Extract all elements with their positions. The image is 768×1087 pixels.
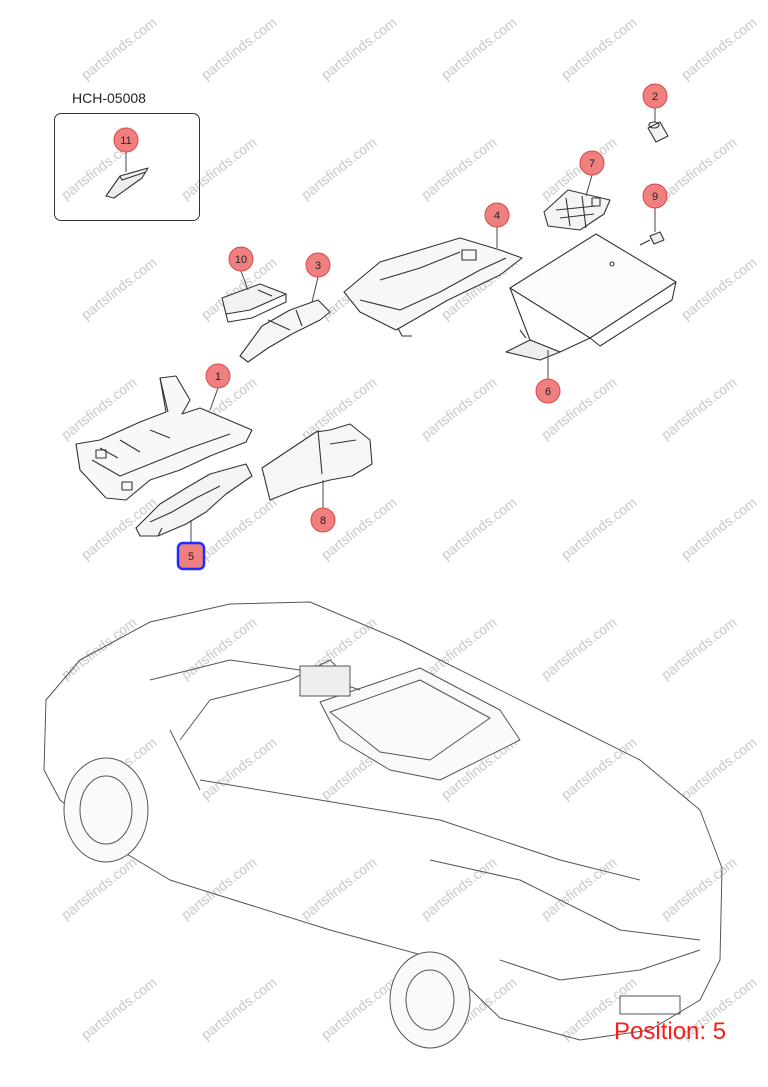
callout-circle [113,127,139,153]
callout-number: 8 [320,515,326,527]
part-9-screw-drawing [639,231,665,246]
part-code-label: HCH-05008 [72,90,146,106]
callout-circle [642,183,668,209]
car-outline-drawing [43,601,723,1049]
callout-circle [228,246,254,272]
part-4-tray-drawing [343,237,523,337]
callout-number: 3 [315,260,321,272]
callout-number: 4 [494,210,500,222]
callout-number: 10 [235,254,247,266]
part-6-glovebox-drawing [505,233,677,361]
callout-number: 9 [652,191,658,203]
leader-line-3 [311,276,319,303]
callout-number: 6 [545,386,551,398]
selected-callout-marker [176,541,206,571]
part-3-duct-drawing [239,299,331,363]
callout-circle [535,378,561,404]
callout-circle [642,83,668,109]
callout-3[interactable]: 3 [305,252,331,278]
leader-line-10 [240,270,249,291]
part-5-panel-drawing [135,463,253,537]
callout-number: 2 [652,91,658,103]
callout-circle [205,363,231,389]
callout-4[interactable]: 4 [484,202,510,228]
part-11-pad-drawing [105,167,149,199]
part-7-bracket-drawing [543,189,611,231]
position-label: Position: 5 [614,1018,727,1045]
leader-line-1 [209,387,219,411]
callout-number: 1 [215,371,221,383]
callout-2[interactable]: 2 [642,83,668,109]
callout-circle [310,507,336,533]
callout-11[interactable]: 11 [113,127,139,153]
part-1-frame-drawing [75,375,253,501]
part-10-module-drawing [221,283,287,323]
inset-box [54,113,200,221]
callout-number: 5 [188,551,194,563]
callout-number: 11 [120,135,131,147]
callout-1[interactable]: 1 [205,363,231,389]
leader-line-7 [585,174,593,197]
callout-circle [305,252,331,278]
callout-5[interactable]: 5 [176,541,206,571]
part-2-clip-drawing [647,121,669,143]
callout-number: 7 [589,158,595,170]
callout-6[interactable]: 6 [535,378,561,404]
callout-9[interactable]: 9 [642,183,668,209]
callout-10[interactable]: 10 [228,246,254,272]
part-8-trim-drawing [261,423,373,501]
callout-8[interactable]: 8 [310,507,336,533]
callout-circle [484,202,510,228]
callout-circle [579,150,605,176]
callout-7[interactable]: 7 [579,150,605,176]
